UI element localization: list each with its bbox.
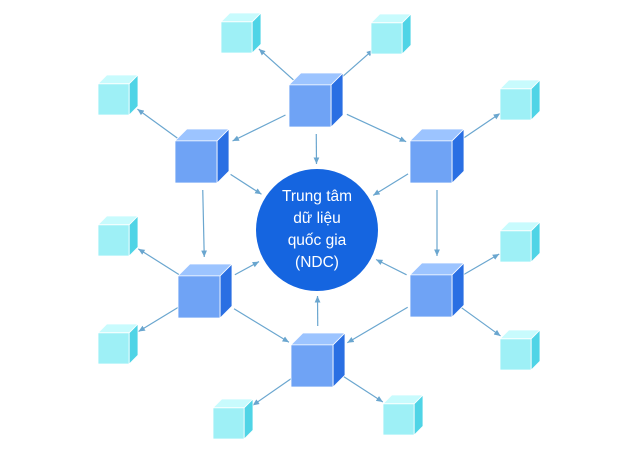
outer-client-cube (97, 215, 139, 257)
center-connector-line (372, 173, 409, 196)
outer-client-cube (212, 398, 254, 440)
ring-connector-line (232, 114, 286, 142)
outer-client-nodes (97, 12, 541, 440)
outer-connector-line (338, 49, 374, 81)
inner-server-cube (177, 263, 233, 319)
ring-connector-line (201, 189, 207, 258)
outer-connector-line (138, 306, 180, 333)
connector-lines (137, 48, 501, 406)
ndc-center-circle (256, 169, 378, 291)
ring-connector-line (347, 306, 408, 344)
outer-connector-line (462, 253, 500, 276)
inner-server-cube (409, 262, 465, 318)
ring-connector-line (346, 113, 407, 143)
outer-client-cube (382, 394, 424, 436)
outer-client-cube (499, 221, 541, 263)
outer-connector-line (137, 108, 179, 139)
outer-connector-line (137, 248, 180, 276)
outer-connector-line (460, 307, 501, 337)
inner-server-cube (409, 128, 465, 184)
outer-client-cube (97, 323, 139, 365)
outer-connector-line (252, 376, 294, 406)
outer-client-cube (499, 329, 541, 371)
center-connector-line (234, 261, 260, 276)
outer-client-cube (370, 13, 412, 55)
center-connector-line (230, 173, 262, 195)
outer-connector-line (342, 375, 384, 403)
center-connector-line (375, 258, 407, 276)
outer-connector-line (258, 48, 295, 81)
ring-connector-line (233, 308, 290, 343)
outer-connector-line (461, 112, 501, 140)
outer-client-cube (499, 79, 541, 121)
inner-server-cube (174, 128, 230, 184)
inner-server-cube (290, 332, 346, 388)
outer-client-cube (97, 74, 139, 116)
inner-server-nodes (174, 72, 465, 388)
inner-server-cube (288, 72, 344, 128)
outer-client-cube (220, 12, 262, 54)
